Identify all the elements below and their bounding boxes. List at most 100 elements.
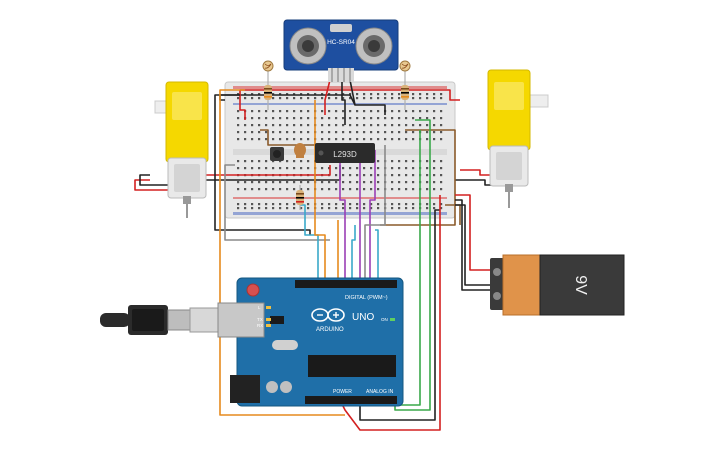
ultrasonic-sensor: HC-SR04 <box>283 19 399 82</box>
breadboard-hole <box>321 93 324 96</box>
breadboard-hole <box>300 207 303 210</box>
breadboard-hole <box>300 110 303 113</box>
microcontroller-chip <box>308 355 396 377</box>
breadboard-hole <box>412 174 415 177</box>
breadboard-hole <box>349 117 352 120</box>
photoresistor-left <box>262 60 274 72</box>
digital-header <box>295 280 397 288</box>
reset-button[interactable] <box>246 283 260 297</box>
breadboard-hole <box>258 93 261 96</box>
breadboard-hole <box>405 110 408 113</box>
breadboard-hole <box>293 93 296 96</box>
breadboard-hole <box>300 138 303 141</box>
breadboard-hole <box>321 181 324 184</box>
breadboard-hole <box>237 203 240 206</box>
breadboard-hole <box>307 188 310 191</box>
breadboard-hole <box>244 207 247 210</box>
breadboard-hole <box>279 97 282 100</box>
breadboard-hole <box>391 203 394 206</box>
breadboard-hole <box>405 207 408 210</box>
breadboard-hole <box>307 124 310 127</box>
wire-sensor-black2 <box>341 80 346 125</box>
breadboard-hole <box>426 124 429 127</box>
breadboard-hole <box>426 93 429 96</box>
push-button[interactable] <box>270 147 284 161</box>
breadboard-hole <box>272 131 275 134</box>
breadboard-hole <box>244 167 247 170</box>
usb-cable <box>100 305 221 335</box>
breadboard-hole <box>356 188 359 191</box>
breadboard-hole <box>335 181 338 184</box>
breadboard-hole <box>377 97 380 100</box>
breadboard-hole <box>335 138 338 141</box>
breadboard-hole <box>321 97 324 100</box>
breadboard-hole <box>412 138 415 141</box>
resistor-left <box>264 70 272 110</box>
breadboard-hole <box>440 181 443 184</box>
breadboard-hole <box>349 93 352 96</box>
breadboard-hole <box>272 167 275 170</box>
breadboard-hole <box>405 138 408 141</box>
breadboard-hole <box>321 110 324 113</box>
breadboard-hole <box>244 131 247 134</box>
breadboard-hole <box>405 117 408 120</box>
breadboard-hole <box>356 97 359 100</box>
breadboard-hole <box>307 167 310 170</box>
breadboard-hole <box>279 93 282 96</box>
breadboard-hole <box>391 131 394 134</box>
breadboard-hole <box>328 97 331 100</box>
breadboard-hole <box>405 174 408 177</box>
breadboard-hole <box>440 110 443 113</box>
breadboard-hole <box>370 203 373 206</box>
breadboard-hole <box>300 117 303 120</box>
breadboard-hole <box>419 110 422 113</box>
breadboard-hole <box>258 207 261 210</box>
breadboard-hole <box>272 160 275 163</box>
breadboard-hole <box>237 188 240 191</box>
breadboard-hole <box>440 174 443 177</box>
breadboard-hole <box>321 188 324 191</box>
breadboard-hole <box>335 174 338 177</box>
breadboard-hole <box>244 203 247 206</box>
breadboard-hole <box>363 124 366 127</box>
breadboard-hole <box>328 138 331 141</box>
breadboard-hole <box>440 124 443 127</box>
breadboard-hole <box>272 97 275 100</box>
wire-orange-1 <box>314 100 326 285</box>
arduino-logo <box>311 308 345 322</box>
driver-ic-label: L293D <box>333 150 357 159</box>
breadboard-hole <box>398 93 401 96</box>
breadboard-hole <box>237 131 240 134</box>
breadboard-hole <box>363 131 366 134</box>
breadboard-hole <box>349 207 352 210</box>
breadboard-hole <box>328 203 331 206</box>
breadboard-hole <box>244 160 247 163</box>
breadboard-hole <box>265 117 268 120</box>
breadboard-hole <box>412 160 415 163</box>
breadboard-hole <box>286 160 289 163</box>
breadboard-hole <box>391 117 394 120</box>
breadboard-hole <box>349 138 352 141</box>
breadboard-hole <box>426 167 429 170</box>
breadboard-hole <box>265 203 268 206</box>
breadboard-hole <box>272 138 275 141</box>
breadboard-hole <box>363 110 366 113</box>
arduino-brand: ARDUINO <box>316 327 344 333</box>
breadboard-hole <box>370 110 373 113</box>
breadboard-hole <box>433 167 436 170</box>
led-tx-label: TX <box>257 317 263 322</box>
breadboard-hole <box>440 138 443 141</box>
breadboard-hole <box>363 167 366 170</box>
breadboard-hole <box>342 203 345 206</box>
breadboard-hole <box>237 160 240 163</box>
breadboard-hole <box>405 160 408 163</box>
breadboard-hole <box>356 167 359 170</box>
breadboard-hole <box>244 124 247 127</box>
breadboard-hole <box>328 181 331 184</box>
breadboard-hole <box>328 188 331 191</box>
breadboard-hole <box>405 124 408 127</box>
breadboard-hole <box>433 131 436 134</box>
breadboard-hole <box>279 207 282 210</box>
breadboard-hole <box>426 138 429 141</box>
